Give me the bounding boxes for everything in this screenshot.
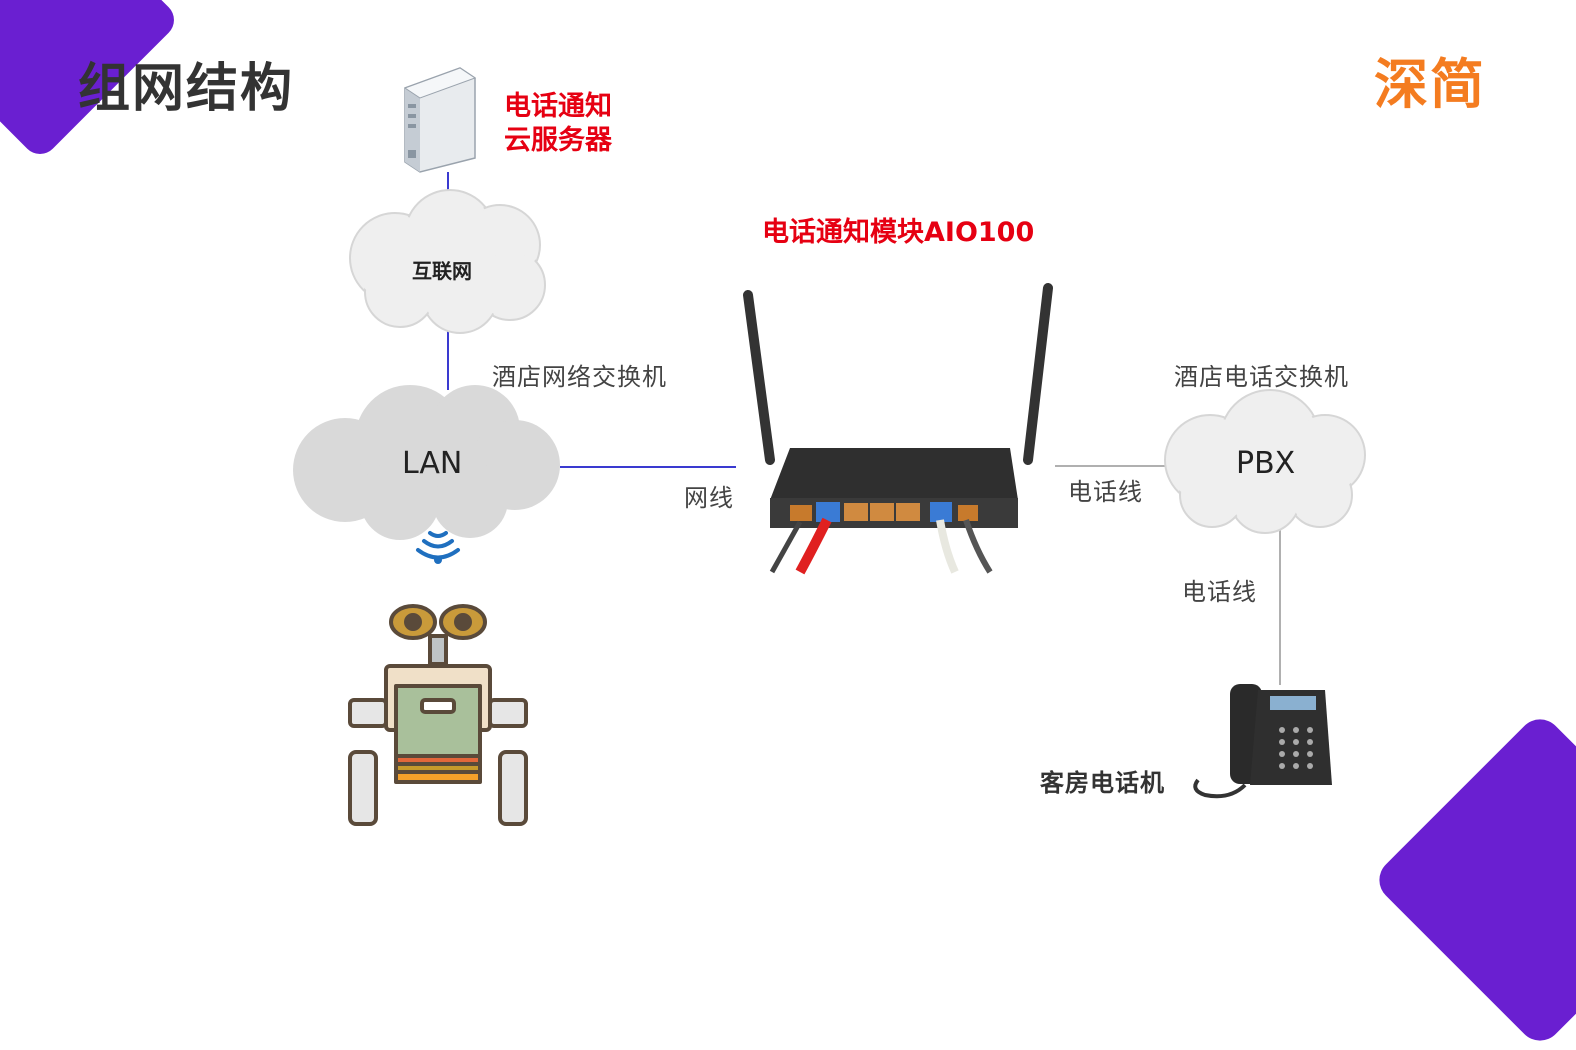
- robot-icon: [348, 604, 528, 826]
- server-label-line2: 云服务器: [504, 125, 612, 156]
- wifi-icon: [416, 531, 460, 560]
- phone-line-label-2: 电话线: [1182, 578, 1257, 606]
- hotel-pbx-label: 酒店电话交换机: [1174, 363, 1349, 391]
- room-phone-label: 客房电话机: [1040, 769, 1165, 797]
- internet-label: 互联网: [412, 259, 472, 283]
- hotel-switch-label: 酒店网络交换机: [492, 363, 667, 391]
- network-diagram: [293, 67, 1366, 826]
- lan-cloud: [293, 385, 560, 540]
- network-cable-label: 网线: [684, 484, 734, 512]
- slide-title: 组网结构: [78, 59, 295, 119]
- server-label-line1: 电话通知: [504, 91, 612, 122]
- brand-logo: 深简: [1374, 53, 1486, 116]
- server-label: 电话通知 云服务器: [504, 90, 612, 158]
- module-label: 电话通知模块AIO100: [762, 217, 1035, 248]
- router-module: [743, 283, 1053, 575]
- server-icon: [403, 67, 477, 173]
- lan-label: LAN: [402, 446, 463, 481]
- desk-phone-icon: [1193, 684, 1332, 799]
- pbx-label: PBX: [1236, 446, 1296, 481]
- phone-line-label-1: 电话线: [1068, 478, 1143, 506]
